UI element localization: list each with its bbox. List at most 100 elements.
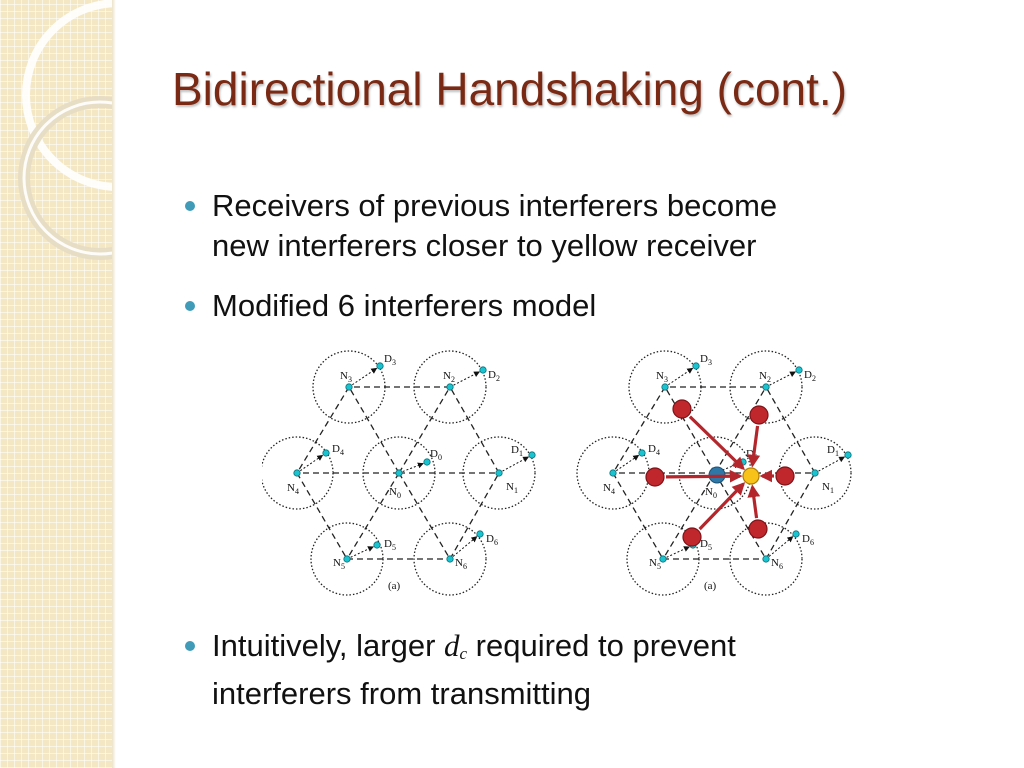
bullet-dot-icon: [185, 641, 195, 651]
hex-edge: [714, 386, 767, 474]
interferer-node: [645, 467, 665, 487]
interference-arrow: [747, 484, 761, 519]
bullet-receivers: Receivers of previous interferers become…: [185, 186, 972, 266]
bullet-dot-icon: [185, 201, 195, 211]
hex-edge: [612, 386, 666, 474]
hex-edge: [296, 472, 348, 560]
dest-dot: [322, 449, 330, 457]
bullet-intuitively: Intuitively, larger dc required to preve…: [185, 626, 972, 714]
dest-label: D1: [827, 444, 839, 458]
link-arrow: [612, 454, 640, 474]
hex-edge: [765, 472, 816, 560]
interference-arrow: [747, 425, 761, 468]
bullet-line: Modified 6 interferers model: [212, 288, 597, 323]
hex-edge: [662, 472, 716, 560]
hex-edge: [765, 386, 816, 474]
dest-label: D4: [648, 443, 660, 457]
node-dot: [446, 383, 454, 391]
dest-label: D2: [804, 369, 816, 383]
yellow-receiver: [742, 467, 760, 485]
slide-title: Bidirectional Handshaking (cont.): [172, 63, 848, 115]
link-arrow: [348, 367, 378, 388]
bullet-dot-icon: [185, 301, 195, 311]
interferer-node: [682, 527, 702, 547]
node-dot: [762, 555, 770, 563]
dest-label: D3: [700, 353, 712, 367]
panel-caption: (a): [388, 580, 401, 592]
node-dot: [661, 383, 669, 391]
node-label: N3: [340, 370, 352, 384]
node-dot: [495, 469, 503, 477]
bullet-line: interferers from transmitting: [212, 676, 591, 711]
bullet-text: required to prevent: [467, 628, 736, 663]
hex-edge: [664, 386, 716, 474]
interference-arrow: [688, 415, 745, 471]
node-dot: [609, 469, 617, 477]
node-label: N0: [705, 486, 717, 500]
link-arrow: [765, 371, 796, 388]
hex-edge: [612, 472, 664, 560]
dest-dot: [795, 366, 803, 374]
panel-caption: (a): [704, 580, 717, 592]
node-dot: [293, 469, 301, 477]
node-label: N0: [389, 486, 401, 500]
interferer-node: [748, 519, 768, 539]
interference-arrow: [665, 469, 743, 483]
link-arrow: [346, 546, 374, 560]
math-subscript: c: [459, 644, 468, 663]
hex-edge: [714, 472, 767, 560]
node-dot: [762, 383, 770, 391]
dest-dot: [844, 451, 852, 459]
link-arrow: [664, 367, 694, 388]
link-arrow: [662, 546, 690, 560]
dest-label: D0: [430, 448, 442, 462]
bullet-modified-model: Modified 6 interferers model: [185, 286, 972, 326]
node-label: N6: [771, 557, 783, 571]
node-dot: [446, 555, 454, 563]
bullet-line: Receivers of previous interferers become: [212, 188, 778, 223]
hex-edge: [449, 472, 500, 560]
dest-label: D6: [802, 533, 814, 547]
dest-label: D2: [488, 369, 500, 383]
node-label: N1: [506, 481, 518, 495]
dest-dot: [528, 451, 536, 459]
node-label: N1: [822, 481, 834, 495]
node-label: N2: [759, 370, 771, 384]
bullet-text: Intuitively, larger: [212, 628, 445, 663]
node-label: N4: [287, 482, 299, 496]
sidebar-decoration: [0, 0, 112, 768]
dest-label: D4: [332, 443, 344, 457]
dest-label: D5: [384, 538, 396, 552]
link-arrow: [398, 462, 424, 474]
node-label: N6: [455, 557, 467, 571]
node-dot: [395, 469, 403, 477]
dest-dot: [692, 362, 700, 370]
hex-edge: [398, 472, 451, 560]
node-label: N5: [333, 557, 345, 571]
link-arrow: [296, 454, 324, 474]
dest-dot: [792, 530, 800, 538]
sidebar-edge: [112, 0, 116, 768]
math-dc: dc: [444, 628, 467, 663]
link-arrow: [814, 456, 846, 474]
dest-dot: [476, 530, 484, 538]
range-circle: [729, 522, 803, 596]
hex-edge: [296, 386, 350, 474]
decorative-rings: [18, 0, 112, 260]
interferer-node: [672, 399, 692, 419]
hex-edge: [398, 386, 451, 474]
dest-dot: [373, 541, 381, 549]
link-arrow: [449, 536, 478, 560]
dest-dot: [638, 449, 646, 457]
node-dot: [659, 555, 667, 563]
interferer-node: [749, 405, 769, 425]
link-arrow: [449, 371, 480, 388]
bullet-line: Intuitively, larger dc required to preve…: [212, 626, 972, 674]
dest-dot: [479, 366, 487, 374]
node-label: N5: [649, 557, 661, 571]
range-circle: [413, 522, 487, 596]
math-base: d: [444, 628, 460, 663]
